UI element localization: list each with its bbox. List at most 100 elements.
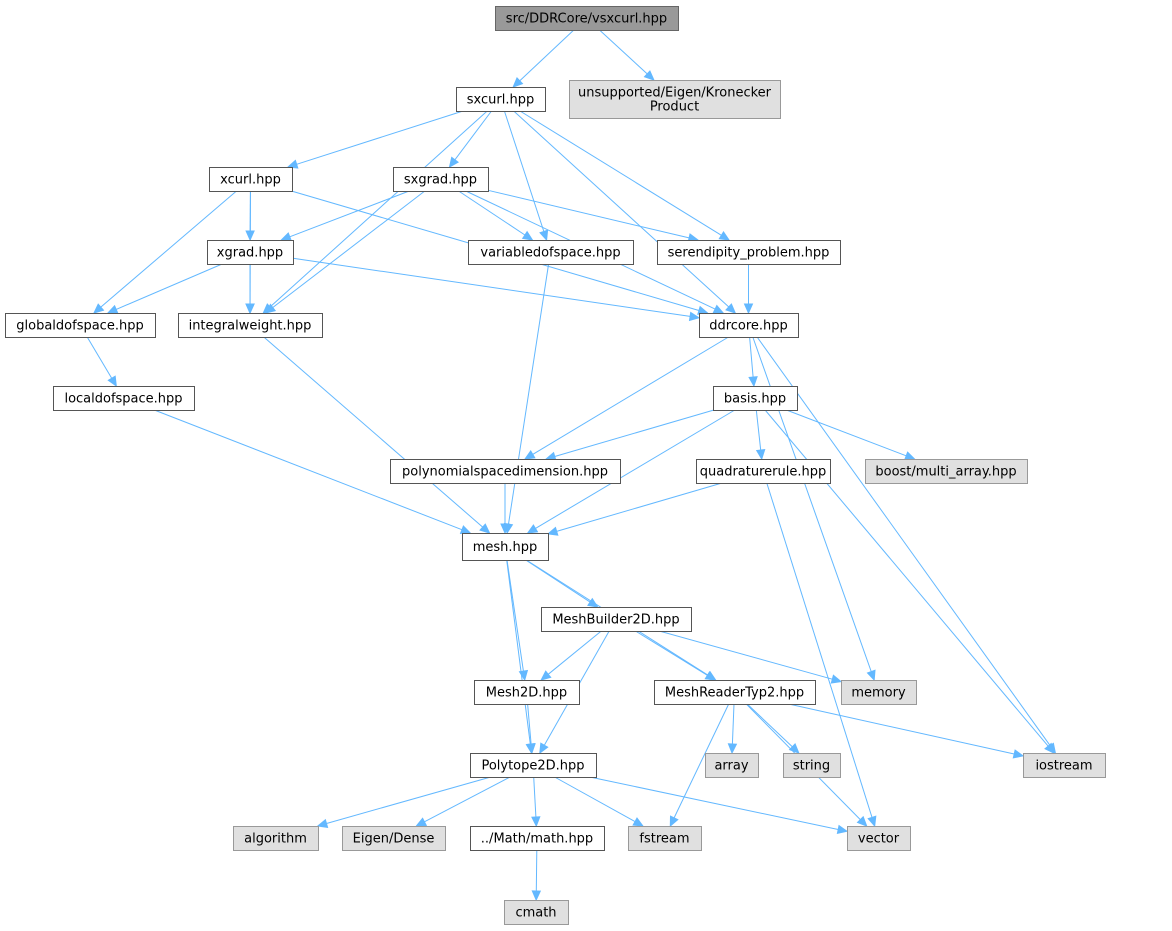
edge-polytope-to-vector <box>589 776 849 835</box>
edge-basis-to-quadrule <box>755 409 766 461</box>
node-xgrad[interactable]: xgrad.hpp <box>207 240 294 265</box>
arrowhead-icon <box>718 230 731 241</box>
nodes-layer: src/DDRCore/vsxcurl.hppunsupported/Eigen… <box>5 6 1106 925</box>
edge-sxcurl-to-xcurl <box>286 110 464 169</box>
edge-root-to-sxcurl <box>512 29 575 88</box>
edge-line <box>756 336 1051 746</box>
edge-quadrule-to-mesh <box>546 482 723 536</box>
arrowhead-icon <box>93 303 105 314</box>
node-box <box>541 607 692 632</box>
node-vector: vector <box>847 826 911 851</box>
node-label: unsupported/Eigen/Kronecker <box>578 86 772 101</box>
node-box <box>783 753 841 778</box>
node-multiarray: boost/multi_array.hpp <box>865 459 1028 484</box>
arrowhead-icon <box>587 597 599 608</box>
arrowhead-icon <box>531 816 541 828</box>
edge-line <box>535 849 538 892</box>
edge-line <box>599 29 648 75</box>
node-label: iostream <box>1035 759 1092 774</box>
edge-line <box>788 703 1015 755</box>
edge-ddrcore-to-polydim <box>523 336 729 460</box>
node-box <box>456 87 546 112</box>
node-box <box>504 900 569 925</box>
edge-line <box>519 29 575 82</box>
arrowhead-icon <box>512 76 524 88</box>
edge-line <box>424 776 511 823</box>
node-box <box>468 240 634 265</box>
node-meshbuilder[interactable]: MeshBuilder2D.hpp <box>541 607 692 632</box>
arrowhead-icon <box>632 817 644 827</box>
edge-line <box>506 559 531 745</box>
node-label: MeshBuilder2D.hpp <box>552 613 679 628</box>
node-box <box>495 6 679 31</box>
edge-line <box>532 336 729 455</box>
node-polydim[interactable]: polynomialspacedimension.hpp <box>390 459 621 484</box>
edge-meshreader-to-string <box>746 703 800 754</box>
node-label: integralweight.hpp <box>189 319 312 334</box>
node-label: Mesh2D.hpp <box>486 686 567 701</box>
node-basis[interactable]: basis.hpp <box>713 386 798 411</box>
node-variabledofspace[interactable]: variabledofspace.hpp <box>468 240 634 265</box>
edge-sxcurl-to-sxgrad <box>448 110 492 168</box>
edge-line <box>86 336 113 379</box>
node-box <box>657 240 841 265</box>
node-label: variabledofspace.hpp <box>480 246 620 261</box>
edge-line <box>766 482 873 818</box>
node-serendipity[interactable]: serendipity_problem.hpp <box>657 240 841 265</box>
node-localdofspace[interactable]: localdofspace.hpp <box>53 386 195 411</box>
node-box <box>470 753 597 778</box>
edge-line <box>508 263 550 525</box>
node-mesh[interactable]: mesh.hpp <box>462 533 549 561</box>
node-fstream: fstream <box>628 826 702 851</box>
edge-mesh-to-meshbuilder <box>525 559 599 608</box>
node-globaldofspace[interactable]: globaldofspace.hpp <box>5 313 156 338</box>
edge-line <box>786 409 907 457</box>
node-xcurl[interactable]: xcurl.hpp <box>209 167 293 192</box>
node-label: fstream <box>639 832 689 847</box>
node-label: xgrad.hpp <box>217 246 283 261</box>
edge-integralweight-to-mesh <box>263 336 491 534</box>
edge-line <box>289 190 410 238</box>
node-label: mesh.hpp <box>473 540 538 555</box>
edge-polytope-to-mathhpp <box>531 776 541 828</box>
edge-line <box>554 776 636 823</box>
node-box <box>705 753 759 778</box>
edge-line <box>116 263 223 310</box>
arrowhead-icon <box>539 742 549 755</box>
node-box <box>393 167 489 192</box>
arrowhead-icon <box>316 818 329 829</box>
edge-line <box>554 409 715 457</box>
arrowhead-icon <box>540 670 552 681</box>
edge-line <box>755 409 762 451</box>
node-integralweight[interactable]: integralweight.hpp <box>178 313 323 338</box>
edge-quadrule-to-vector <box>766 482 877 828</box>
node-meshreader[interactable]: MeshReaderTyp2.hpp <box>654 680 816 705</box>
edge-line <box>292 257 691 317</box>
node-mesh2d[interactable]: Mesh2D.hpp <box>474 680 580 705</box>
edge-localdofspace-to-mesh <box>154 409 472 535</box>
edge-line <box>635 630 708 676</box>
node-ddrcore[interactable]: ddrcore.hpp <box>699 313 799 338</box>
arrowhead-icon <box>727 743 738 755</box>
arrowhead-icon <box>755 449 766 461</box>
node-sxgrad[interactable]: sxgrad.hpp <box>393 167 489 192</box>
node-box <box>841 680 917 705</box>
edge-meshbuilder-to-meshreader <box>635 630 717 681</box>
edge-line <box>100 190 237 308</box>
edge-variabledofspace-to-mesh <box>503 263 550 535</box>
node-box <box>699 313 799 338</box>
node-label: basis.hpp <box>724 392 786 407</box>
arrowhead-icon <box>856 815 868 827</box>
edge-line <box>503 110 545 232</box>
node-arr: array <box>705 753 759 778</box>
edge-line <box>272 190 426 308</box>
edge-line <box>659 630 833 680</box>
arrowhead-icon <box>286 159 299 169</box>
node-mathhpp[interactable]: ../Math/math.hpp <box>470 826 605 851</box>
node-box <box>628 826 702 851</box>
node-quadrule[interactable]: quadraturerule.hpp <box>696 459 831 484</box>
edge-globaldofspace-to-localdofspace <box>86 336 117 388</box>
node-sxcurl[interactable]: sxcurl.hpp <box>456 87 546 112</box>
node-polytope[interactable]: Polytope2D.hpp <box>470 753 597 778</box>
edge-xgrad-to-integralweight <box>245 264 255 315</box>
